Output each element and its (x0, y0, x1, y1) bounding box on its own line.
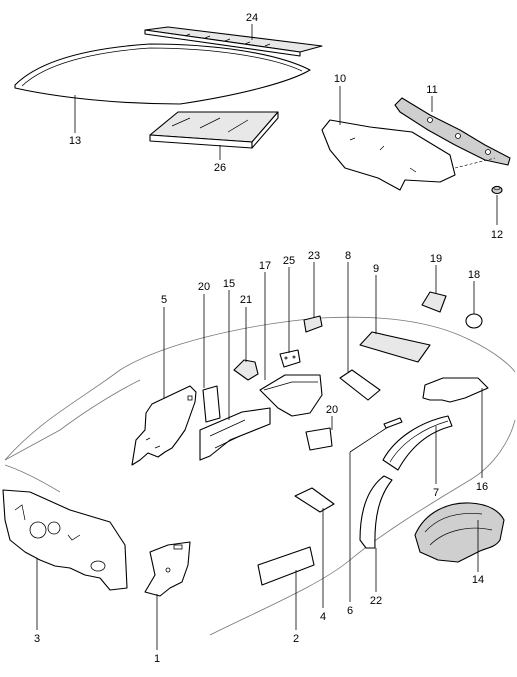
part-26-tray (149, 111, 279, 160)
callout-12: 12 (491, 229, 503, 241)
part-14-wheel-housing (414, 502, 505, 572)
callout-6: 6 (347, 605, 353, 617)
part-8-pad (339, 262, 381, 401)
callout-14: 14 (472, 574, 484, 586)
part-11-crossmember (394, 96, 511, 166)
part-9-pad (359, 275, 431, 363)
part-18-round-pad (465, 281, 483, 329)
part-25-square (279, 267, 301, 368)
callout-26: 26 (214, 162, 226, 174)
part-21-block (233, 307, 259, 381)
callout-3: 3 (34, 633, 40, 645)
part-23-bracket (303, 262, 323, 333)
part-22-arch-liner (359, 475, 393, 592)
part-4-pad (294, 487, 335, 608)
callout-17: 17 (259, 260, 271, 272)
part-5-side-panel (131, 307, 197, 466)
callout-11: 11 (426, 84, 437, 96)
callout-19: 19 (430, 253, 442, 265)
part-10-rear-shelf (321, 86, 456, 191)
part-2-pad (257, 546, 315, 630)
callout-22: 22 (370, 595, 382, 607)
callout-20-upper: 20 (198, 281, 210, 293)
callout-9: 9 (373, 263, 379, 275)
callout-1: 1 (154, 653, 160, 665)
callout-21: 21 (240, 294, 252, 306)
part-24-roof-strip (144, 24, 323, 57)
part-20-pad-upper (202, 294, 221, 423)
callout-20-lower: 20 (326, 404, 338, 416)
part-20-pad-lower (305, 416, 333, 451)
callout-2: 2 (293, 633, 299, 645)
callout-13: 13 (69, 135, 81, 147)
callout-25: 25 (283, 255, 295, 267)
part-1-panel (144, 541, 191, 650)
callout-8: 8 (345, 250, 351, 262)
part-16-trim (422, 377, 489, 478)
callout-5: 5 (161, 294, 167, 306)
part-19-square-pad (421, 265, 447, 313)
callout-23: 23 (308, 250, 320, 262)
callout-16: 16 (476, 481, 488, 493)
callout-15: 15 (223, 278, 235, 290)
part-3-firewall-pad (2, 489, 128, 630)
callout-24: 24 (246, 12, 258, 24)
part-15-long-pad (199, 290, 271, 461)
callout-18: 18 (468, 269, 480, 281)
part-12-grommet (491, 185, 503, 225)
part-6-strip (349, 417, 403, 602)
callout-10: 10 (334, 73, 346, 85)
part-13-headliner (14, 43, 311, 133)
car-body-outline (4, 316, 516, 636)
part-7-wheel-arch (382, 415, 453, 484)
part-17-wedge (259, 272, 323, 417)
callout-7: 7 (433, 487, 439, 499)
callout-4: 4 (320, 611, 326, 623)
